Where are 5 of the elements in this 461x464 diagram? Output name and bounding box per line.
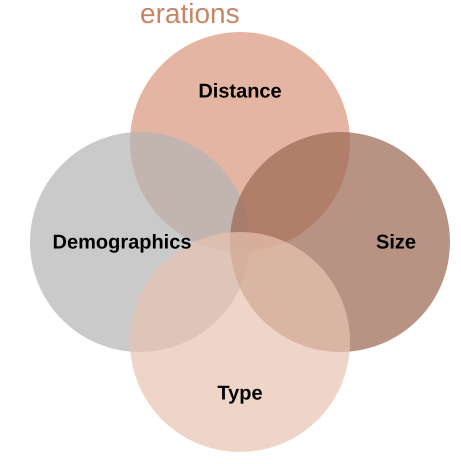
circle-label: Type	[217, 382, 263, 406]
circle-label: Size	[376, 232, 416, 254]
circle-label: Distance	[198, 80, 282, 104]
circle-label: Demographics	[52, 232, 192, 254]
title: erations	[140, 0, 240, 28]
